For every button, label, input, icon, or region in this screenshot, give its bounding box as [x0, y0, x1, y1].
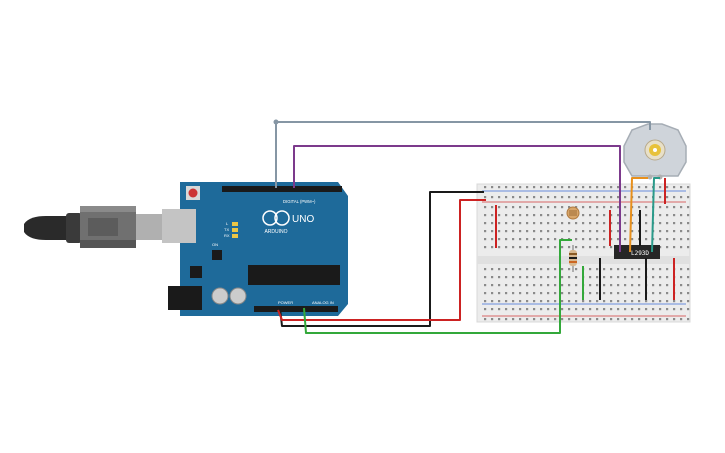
photoresistor[interactable] — [566, 206, 580, 220]
reset-button[interactable] — [188, 188, 198, 198]
digital-label: DIGITAL (PWM~) — [283, 199, 316, 204]
analog-label: ANALOG IN — [312, 300, 334, 305]
dc-motor[interactable] — [623, 123, 687, 180]
arduino-logo-right — [274, 210, 290, 226]
wire-orange-motor — [629, 177, 648, 253]
crystal — [212, 250, 222, 260]
l-label: L — [226, 221, 229, 226]
power-analog-header[interactable] — [254, 306, 338, 312]
digital-header[interactable] — [222, 186, 342, 192]
resistor[interactable] — [569, 245, 577, 272]
capacitor-1 — [211, 287, 229, 305]
wire-green-analog — [303, 239, 572, 334]
wire-purple — [293, 145, 621, 252]
arduino-logo-left — [262, 210, 278, 226]
breadboard-holes[interactable] — [484, 186, 690, 321]
power-jack — [168, 286, 202, 310]
arduino-uno-board[interactable]: ARDUINO UNO DIGITAL (PWM~) L TX RX ON PO… — [162, 182, 348, 316]
rx-label: RX — [224, 233, 230, 238]
usb-cable[interactable] — [24, 206, 162, 248]
board-model: UNO — [292, 214, 314, 225]
led-tx — [232, 228, 238, 232]
arduino-brand: ARDUINO — [264, 229, 287, 235]
capacitor-2 — [229, 287, 247, 305]
l293d-chip[interactable]: L293D — [614, 245, 660, 259]
power-label: POWER — [278, 300, 293, 305]
wire-gray — [275, 121, 651, 188]
chip-label: L293D — [631, 250, 649, 257]
tx-label: TX — [224, 227, 229, 232]
on-label: ON — [212, 242, 218, 247]
atmega-chip — [248, 265, 340, 285]
wire-teal-motor — [651, 177, 660, 253]
usb-port — [162, 209, 196, 243]
voltage-regulator — [190, 266, 202, 278]
wires[interactable] — [273, 119, 675, 334]
led-l — [232, 222, 238, 226]
wire-red — [277, 199, 486, 321]
led-rx — [232, 234, 238, 238]
